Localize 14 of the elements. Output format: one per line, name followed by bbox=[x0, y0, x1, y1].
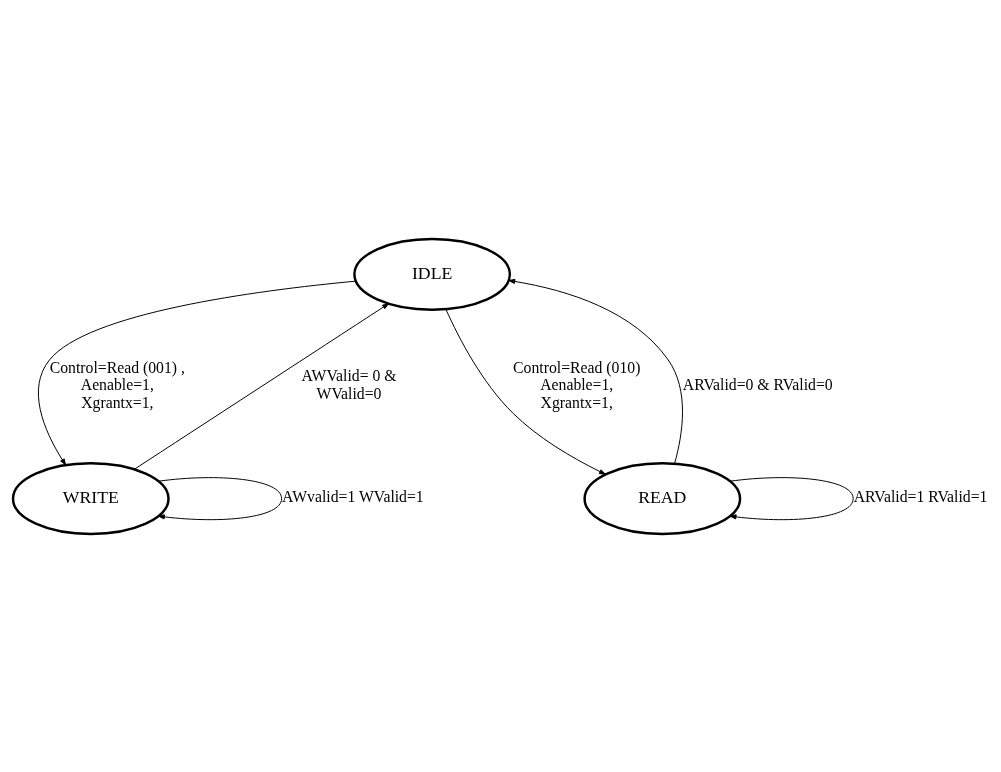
arrow bbox=[508, 278, 683, 464]
arrow bbox=[729, 476, 854, 520]
edge-label: AWValid= 0 & WValid=0 bbox=[301, 366, 397, 402]
edge-label: Control=Read (010) Aenable=1, Xgrantx=1, bbox=[513, 358, 641, 411]
edge-label: ARValid=0 & RValid=0 bbox=[682, 375, 833, 393]
arrow bbox=[158, 476, 283, 520]
node-ellipse: READ bbox=[583, 461, 742, 535]
edge-label: AWvalid=1 WValid=1 bbox=[282, 487, 424, 505]
arrow bbox=[37, 280, 357, 465]
edge-label: Control=Read (001) , Aenable=1, Xgrantx=1, bbox=[49, 358, 185, 411]
arrow bbox=[445, 308, 606, 475]
arrow bbox=[133, 302, 390, 470]
edge-label: ARValid=1 RValid=1 bbox=[853, 487, 988, 505]
node-ellipse: WRITE bbox=[11, 461, 170, 535]
